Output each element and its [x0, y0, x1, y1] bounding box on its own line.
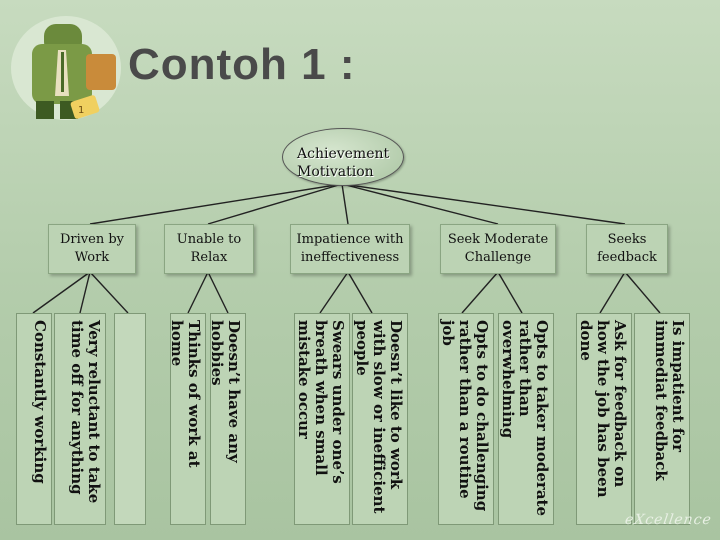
category-label: Seeks [607, 232, 647, 247]
behavior-box-empty [114, 313, 146, 525]
category-seeks-feedback: Seeks feedback [586, 224, 668, 274]
behavior-text: Very reluctant to take time off for anyt… [68, 320, 103, 504]
behavior-text: Constantly working [31, 320, 49, 484]
behavior-box: Doesn’t have any hobbies [210, 313, 246, 525]
category-label: Challenge [464, 250, 532, 265]
category-label: Work [74, 250, 110, 265]
category-label: Relax [190, 250, 228, 265]
category-driven-by-work: Driven by Work [48, 224, 136, 274]
svg-text:1: 1 [78, 105, 84, 116]
behavior-text: Swears under one’s breath when small mis… [295, 320, 347, 484]
category-seek-moderate-challenge: Seek Moderate Challenge [440, 224, 556, 274]
category-label: Impatience with [296, 232, 404, 247]
category-impatience: Impatience with ineffectiveness [290, 224, 410, 274]
behavior-box: Swears under one’s breath when small mis… [294, 313, 350, 525]
category-label: feedback [597, 250, 657, 265]
behavior-box: Is impatient for immediat feedback [634, 313, 690, 525]
behavior-box: Opts to taker moderate rather than overw… [498, 313, 554, 525]
behavior-box: Opts to do challenging rather than a rou… [438, 313, 494, 525]
category-label: Driven by [59, 232, 124, 247]
category-label: Unable to [176, 232, 242, 247]
root-label: Achievement Motivation [297, 145, 389, 181]
root-label-line: Achievement [297, 146, 390, 162]
behavior-text: Opts to do challenging rather than a rou… [439, 320, 491, 512]
behavior-text [139, 314, 145, 524]
behavior-box: Constantly working [16, 313, 52, 525]
behavior-box: Thinks of work at home [170, 313, 206, 525]
watermark-text: eXcellence [623, 512, 713, 528]
behavior-text: Is impatient for immediat feedback [652, 320, 687, 481]
category-label: Seek Moderate [447, 232, 549, 247]
graduate-clipart: 1 [11, 16, 121, 120]
root-node: Achievement Motivation [282, 128, 404, 186]
root-label-line: Motivation [297, 164, 374, 180]
category-unable-to-relax: Unable to Relax [164, 224, 254, 274]
slide-title: Contoh 1 : [128, 40, 356, 89]
behavior-text: Doesn’t have any hobbies [210, 320, 243, 463]
behavior-text: Doesn’t like to work with slow or ineffi… [353, 320, 405, 514]
behavior-text: Ask for feedback on how the job has been… [577, 320, 629, 498]
behavior-text: Thinks of work at home [170, 320, 203, 468]
behavior-box: Doesn’t like to work with slow or ineffi… [352, 313, 408, 525]
behavior-box: Very reluctant to take time off for anyt… [54, 313, 106, 525]
behavior-box: Ask for feedback on how the job has been… [576, 313, 632, 525]
behavior-text: Opts to taker moderate rather than overw… [499, 320, 551, 517]
category-label: ineffectiveness [300, 250, 400, 265]
